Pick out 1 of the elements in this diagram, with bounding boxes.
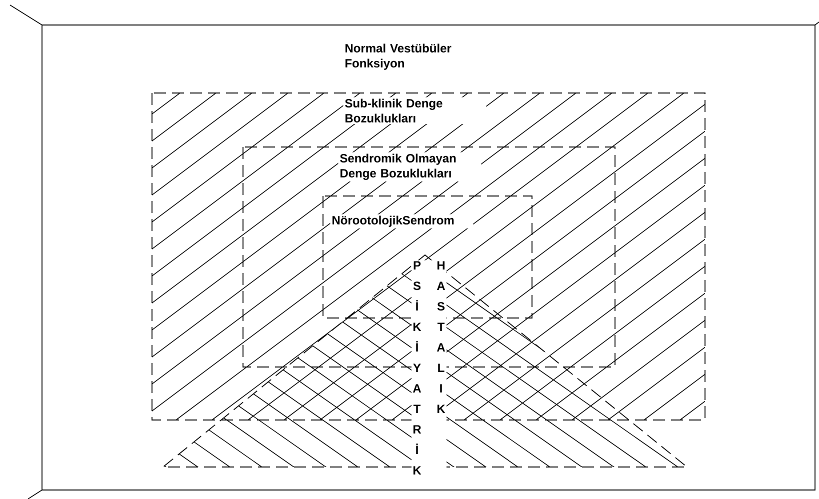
- vertical-label: PSİKİYATRİK HASTALIK: [412, 260, 446, 476]
